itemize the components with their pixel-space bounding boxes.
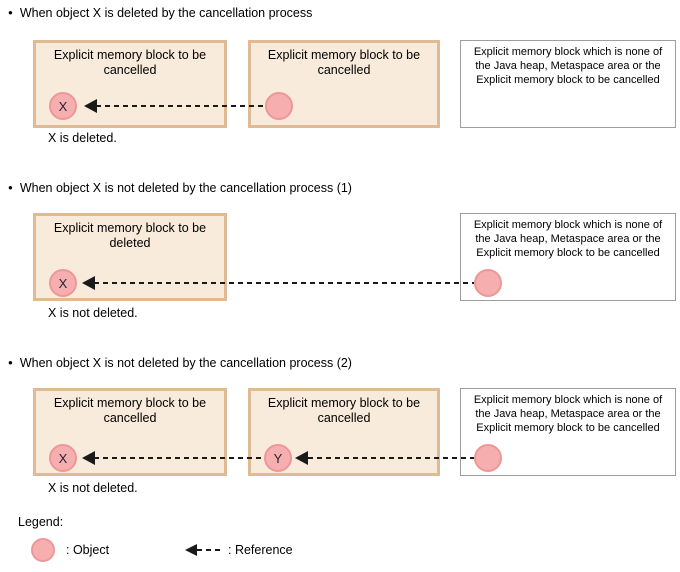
outside-memory-text: Explicit memory block which is none of t… <box>473 394 663 434</box>
memory-block-title: Explicit memory block to be deleted <box>53 221 207 250</box>
object-label: Y <box>273 450 283 466</box>
section-1-heading-text: When object X is deleted by the cancella… <box>19 6 313 20</box>
legend-arrowhead-icon <box>185 544 197 556</box>
arrowhead-icon <box>84 99 97 113</box>
memory-block-box-cancelled-2: Explicit memory block to be cancelled <box>248 40 440 128</box>
object-label: X <box>58 275 68 291</box>
section-3-heading-text: When object X is not deleted by the canc… <box>19 356 352 370</box>
section-3-caption: X is not deleted. <box>48 481 138 495</box>
object-y: Y <box>264 444 292 472</box>
reference-line <box>308 457 474 459</box>
legend-title: Legend: <box>18 515 64 529</box>
legend-reference-label: : Reference <box>228 543 293 557</box>
legend-object-icon <box>31 538 55 562</box>
memory-block-title: Explicit memory block to be cancelled <box>267 48 421 77</box>
reference-line <box>94 457 264 459</box>
bullet-icon: ● <box>8 183 13 192</box>
legend-object-label: : Object <box>66 543 110 557</box>
object-x: X <box>49 269 77 297</box>
section-2-caption: X is not deleted. <box>48 306 138 320</box>
arrowhead-icon <box>295 451 308 465</box>
outside-memory-text: Explicit memory block which is none of t… <box>473 46 663 86</box>
object-label: X <box>58 450 68 466</box>
outside-memory-box: Explicit memory block which is none of t… <box>460 40 676 128</box>
outside-memory-box: Explicit memory block which is none of t… <box>460 213 676 301</box>
reference-line <box>96 105 265 107</box>
bullet-icon: ● <box>8 358 13 367</box>
section-1-caption: X is deleted. <box>48 131 117 145</box>
object-unlabeled <box>474 444 502 472</box>
legend-reference-line <box>197 549 222 551</box>
object-unlabeled <box>265 92 293 120</box>
bullet-icon: ● <box>8 8 13 17</box>
object-label: X <box>58 98 68 114</box>
section-1-heading: ● When object X is deleted by the cancel… <box>8 6 312 20</box>
object-x: X <box>49 92 77 120</box>
object-x: X <box>49 444 77 472</box>
outside-memory-text: Explicit memory block which is none of t… <box>473 219 663 259</box>
arrowhead-icon <box>82 276 95 290</box>
arrowhead-icon <box>82 451 95 465</box>
section-2-heading: ● When object X is not deleted by the ca… <box>8 181 352 195</box>
memory-block-box-cancelled-1: Explicit memory block to be cancelled <box>33 40 227 128</box>
object-unlabeled <box>474 269 502 297</box>
section-3-heading: ● When object X is not deleted by the ca… <box>8 356 352 370</box>
section-2-heading-text: When object X is not deleted by the canc… <box>19 181 352 195</box>
memory-block-box-cancelled-2: Explicit memory block to be cancelled <box>248 388 440 476</box>
memory-block-title: Explicit memory block to be cancelled <box>53 396 207 425</box>
memory-block-title: Explicit memory block to be cancelled <box>267 396 421 425</box>
reference-line <box>94 282 474 284</box>
memory-block-title: Explicit memory block to be cancelled <box>53 48 207 77</box>
